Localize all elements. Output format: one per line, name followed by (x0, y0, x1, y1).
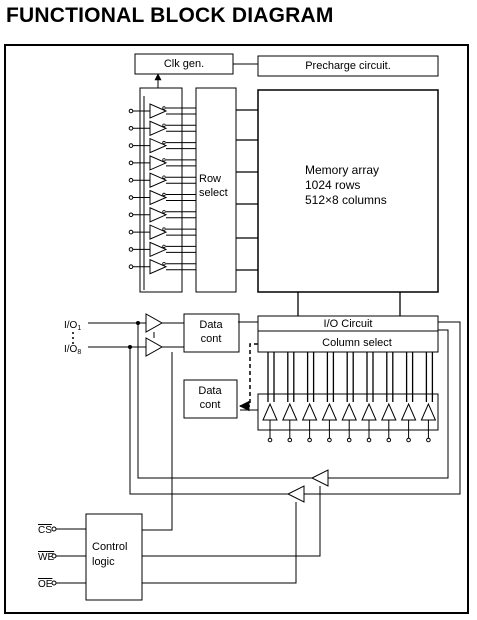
row-buffer-bubble (162, 106, 166, 110)
row-select-label-1: Row (199, 173, 221, 185)
data-cont-upper-label-2: cont (201, 333, 222, 345)
column-address-buffer (321, 402, 338, 421)
row-address-pin (128, 195, 134, 200)
control-logic-label-1: Control (92, 541, 127, 553)
io8-input-buffer (145, 337, 164, 357)
precharge-label: Precharge circuit. (305, 60, 391, 72)
io-ellipsis-dot-3 (72, 342, 74, 344)
column-address-buffer (361, 402, 377, 421)
row-address-buffer (149, 241, 168, 258)
row-address-pin (128, 126, 134, 131)
control-input-pins (51, 526, 57, 586)
column-address-pin (346, 437, 352, 443)
column-address-buffers (262, 352, 437, 443)
row-select-label-2: select (199, 187, 228, 199)
precharge-block (257, 55, 439, 77)
column-select-block (257, 330, 439, 353)
row-buffer-bubble (162, 140, 166, 145)
oe-label: OE (38, 579, 53, 590)
column-address-pin (267, 437, 273, 443)
io8-label: I/O8 (64, 344, 81, 356)
column-to-data-cont-path (238, 343, 258, 412)
row-lines (236, 109, 258, 271)
row-buffer-bubble (162, 244, 166, 249)
data-cont-upper-label-1: Data (199, 319, 223, 331)
row-address-pin (128, 247, 134, 252)
diagram-title: FUNCTIONAL BLOCK DIAGRAM (6, 4, 334, 27)
output-buffer-lower (286, 485, 305, 503)
row-select-block (195, 87, 237, 293)
row-address-pin (128, 108, 134, 114)
memory-array-label-1: Memory array (305, 163, 379, 177)
row-buffer-bubble (162, 123, 166, 127)
row-address-buffer (149, 172, 168, 188)
row-address-pin (128, 143, 134, 148)
io1-label: I/O1 (64, 320, 81, 332)
column-address-buffer-box (257, 393, 439, 431)
data-cont-lower-block (183, 379, 238, 419)
column-address-buffer (282, 402, 298, 421)
control-logic-label-2: logic (92, 556, 115, 568)
row-buffer-bubble (162, 262, 166, 266)
column-address-buffer (301, 402, 318, 421)
column-address-pin (327, 437, 332, 443)
column-address-buffer (262, 402, 278, 421)
control-logic-block (85, 513, 143, 601)
io-circuit-label: I/O Circuit (324, 318, 373, 330)
row-buffer-bubble (162, 210, 166, 214)
row-address-buffer (149, 189, 168, 206)
row-address-buffer (149, 155, 168, 171)
cs-label: CS (38, 525, 52, 536)
column-address-pin (426, 437, 431, 443)
io-buffer-outputs (153, 322, 184, 348)
column-address-pin (287, 437, 293, 443)
outer-frame (4, 44, 469, 614)
row-address-pin (128, 264, 134, 270)
row-address-buffer (149, 207, 168, 223)
column-address-buffer (381, 402, 397, 421)
column-address-buffer (400, 402, 417, 421)
row-buffer-bubble (162, 227, 166, 231)
column-address-pin (366, 437, 372, 443)
row-address-buffers (128, 96, 196, 290)
row-address-pin (128, 212, 134, 218)
row-address-buffer (149, 103, 168, 119)
io-ellipsis-dot-1 (72, 332, 74, 334)
row-address-pin (128, 160, 134, 166)
we-label: WE (38, 552, 54, 563)
memory-array-label-3: 512×8 columns (305, 193, 387, 207)
column-address-pin (386, 437, 392, 443)
control-output-wiring (142, 352, 321, 584)
control-input-lines (54, 528, 86, 584)
row-buffer-bubble (162, 192, 166, 197)
data-cont-upper-block (183, 313, 240, 353)
io-ellipsis-dot-2 (72, 337, 74, 339)
row-address-pin (128, 229, 134, 235)
data-cont-lower-label-2: cont (200, 399, 221, 411)
memory-array-block (257, 89, 439, 293)
row-address-buffer (149, 224, 168, 240)
clk-gen-label: Clk gen. (164, 58, 204, 70)
column-select-label: Column select (322, 337, 392, 349)
feedback-wiring (129, 321, 461, 495)
row-address-buffer (149, 137, 168, 154)
row-buffer-bubble (162, 175, 166, 179)
row-address-buffer-box (139, 87, 183, 293)
column-address-buffer (420, 402, 437, 421)
memory-array-label-2: 1024 rows (305, 178, 360, 192)
row-address-buffer (149, 120, 168, 137)
column-address-pin (307, 437, 312, 443)
row-address-buffer (149, 258, 168, 275)
row-address-pin (128, 177, 134, 183)
row-buffer-bubble (162, 158, 166, 162)
column-address-pin (406, 437, 411, 443)
column-address-buffer (341, 402, 357, 421)
array-io-lines (297, 292, 401, 316)
io-pin-lines (88, 322, 146, 348)
io1-input-buffer (145, 313, 164, 333)
data-cont-lower-label-1: Data (198, 385, 222, 397)
output-buffer-upper (310, 469, 329, 487)
